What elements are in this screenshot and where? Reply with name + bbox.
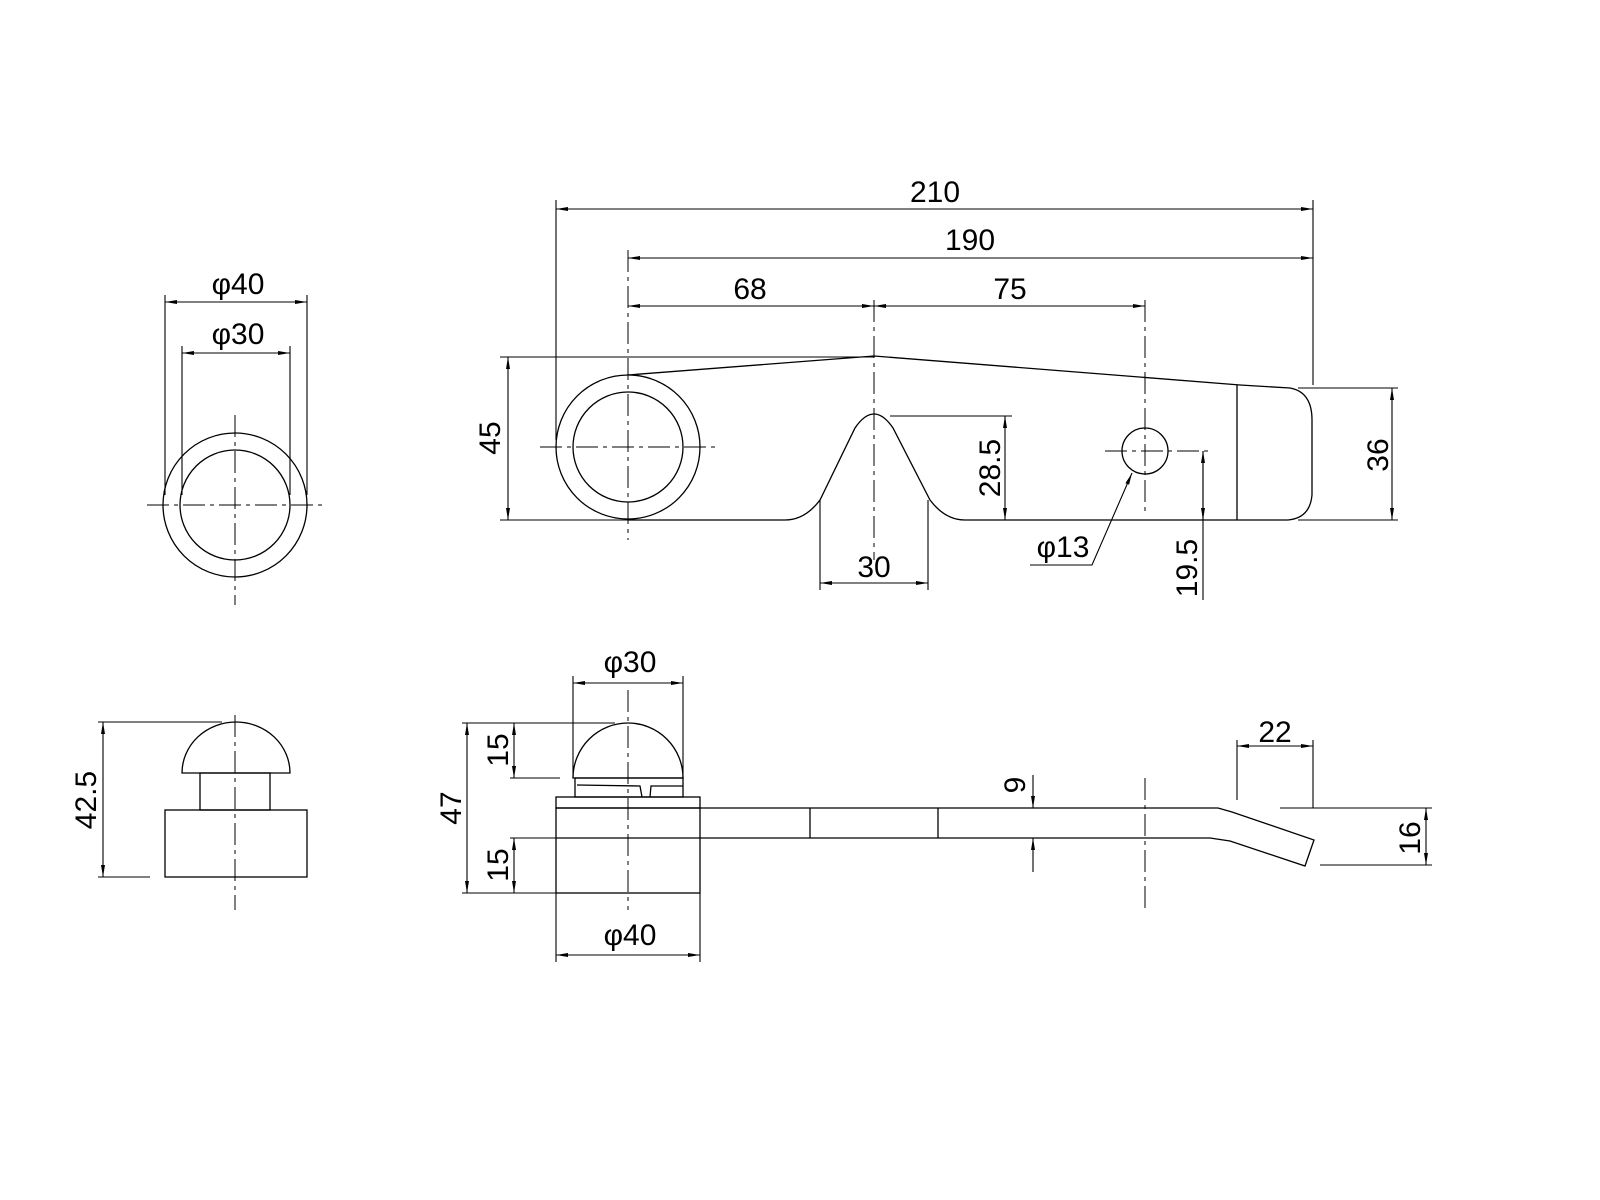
dim-width-right: 36 bbox=[1362, 438, 1395, 471]
dim-dome-dia: φ30 bbox=[604, 646, 657, 679]
dim-small-hole-offset: 19.5 bbox=[1171, 539, 1204, 597]
dim-bend-drop: 16 bbox=[1394, 821, 1427, 854]
dim-inner-dia: φ30 bbox=[212, 318, 265, 351]
dim-base-dia: φ40 bbox=[604, 919, 657, 952]
dome bbox=[572, 722, 684, 779]
plan-view: 210 190 68 75 45 28.5 36 φ13 30 19.5 bbox=[474, 176, 1398, 600]
dim-overall-length: 210 bbox=[910, 176, 960, 209]
dim-notch-width: 30 bbox=[857, 551, 890, 584]
base-block bbox=[164, 809, 308, 878]
dim-outer-dia: φ40 bbox=[212, 268, 265, 301]
dim-hole-to-end: 190 bbox=[945, 224, 995, 257]
lever-bar bbox=[700, 807, 1315, 867]
end-view-bottom: 42.5 bbox=[70, 715, 308, 910]
side-view: φ30 47 15 15 φ40 9 22 16 bbox=[435, 646, 1432, 962]
dim-notch-to-hole: 75 bbox=[993, 273, 1026, 306]
dim-small-hole-dia: φ13 bbox=[1037, 531, 1090, 564]
dim-notch-depth: 28.5 bbox=[974, 439, 1007, 497]
dim-height: 42.5 bbox=[70, 771, 103, 829]
dim-bend-length: 22 bbox=[1258, 716, 1291, 749]
end-view-top: φ40 φ30 bbox=[147, 268, 327, 605]
dim-bar-thickness: 9 bbox=[999, 777, 1032, 794]
dim-hole-to-notch: 68 bbox=[733, 273, 766, 306]
dim-base-height: 15 bbox=[482, 848, 515, 881]
leader-small-hole bbox=[1030, 472, 1133, 566]
dim-width-left: 45 bbox=[474, 421, 507, 454]
lever-outline bbox=[627, 355, 1313, 521]
dome bbox=[181, 721, 291, 774]
dim-dome-height: 15 bbox=[482, 733, 515, 766]
dim-total-height: 47 bbox=[435, 791, 468, 824]
